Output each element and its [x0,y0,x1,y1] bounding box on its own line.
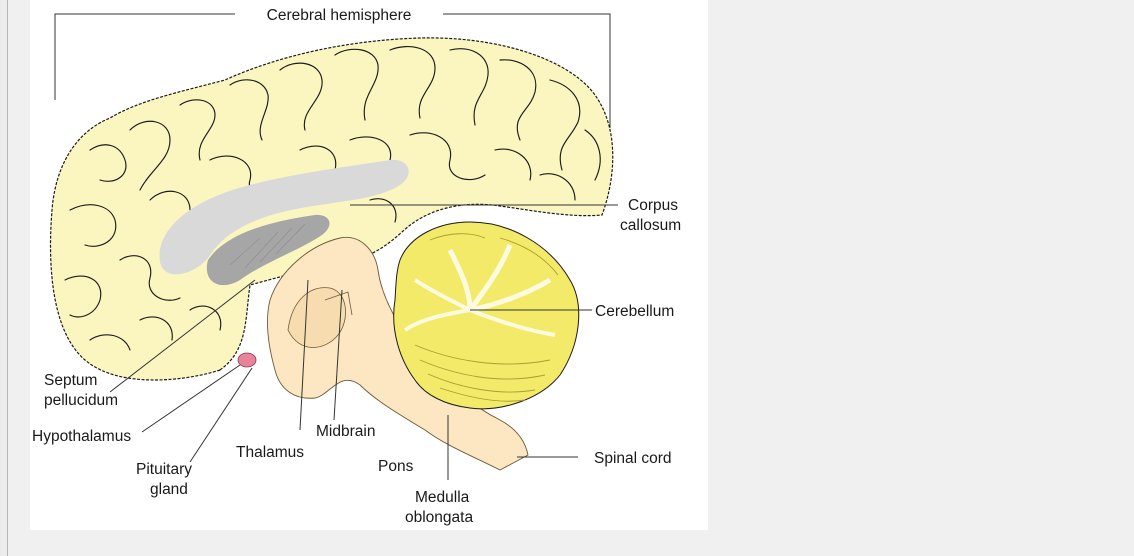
cerebellum [394,222,579,409]
label-medulla-2: oblongata [405,509,473,526]
pituitary-gland [238,353,256,367]
brain-diagram: Cerebral hemisphere [30,0,708,530]
label-medulla-1: Medulla [415,489,470,506]
label-pituitary-1: Pituitary [136,461,192,478]
viewer-left-edge [0,0,8,556]
label-cerebellum: Cerebellum [595,303,674,320]
label-hypothalamus: Hypothalamus [32,428,131,445]
label-midbrain: Midbrain [316,423,375,440]
label-pituitary-2: gland [150,481,188,498]
label-pons: Pons [378,458,414,475]
label-septum-2: pellucidum [44,392,118,409]
label-septum-1: Septum [44,372,97,389]
label-cerebral-hemisphere: Cerebral hemisphere [267,7,412,24]
label-corpus-callosum-2: callosum [620,217,681,234]
label-thalamus: Thalamus [236,444,304,461]
label-corpus-callosum-1: Corpus [628,197,678,214]
label-spinal-cord: Spinal cord [594,450,672,467]
